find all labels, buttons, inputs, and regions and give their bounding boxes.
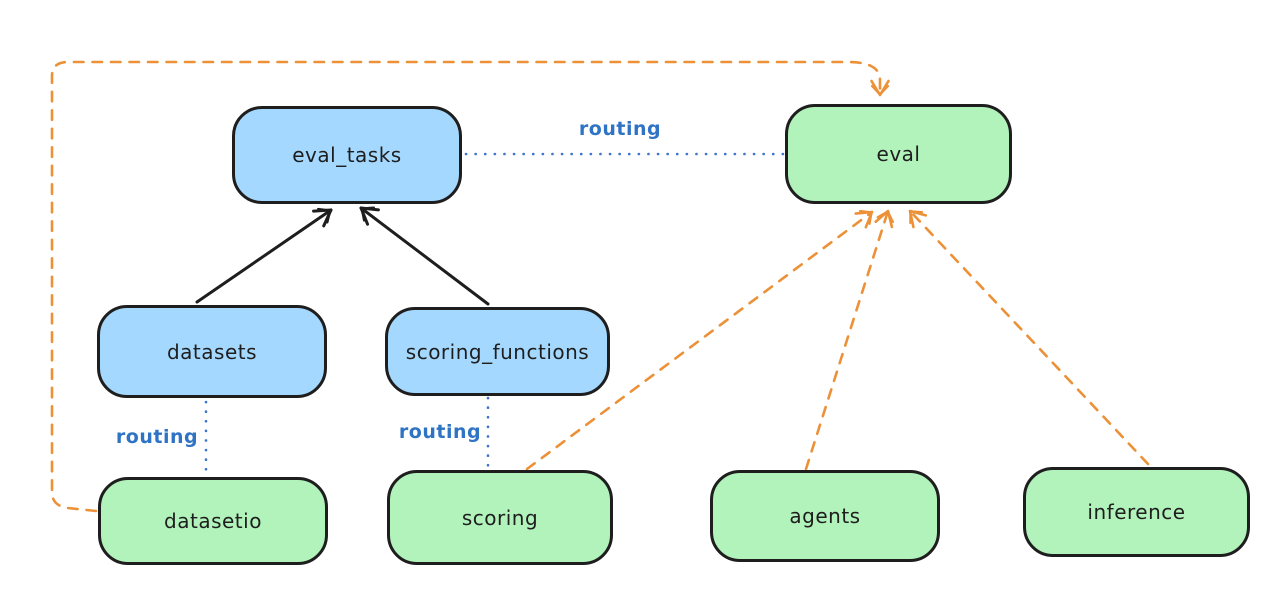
node-eval: eval — [785, 104, 1012, 204]
edge-label-routing-scoring-fns-scoring: routing — [398, 421, 482, 443]
edge-scoring-to-eval — [525, 209, 874, 471]
edge-datasets-to-eval-tasks — [195, 207, 333, 304]
edge-agents-to-eval — [804, 209, 894, 471]
node-datasetio: datasetio — [98, 477, 328, 565]
node-inference: inference — [1023, 467, 1250, 557]
edge-inference-to-eval — [908, 209, 1150, 466]
node-agents: agents — [710, 470, 940, 562]
node-scoring-functions: scoring_functions — [385, 307, 610, 396]
edge-datasetio-to-eval — [50, 60, 890, 513]
edge-scoring-functions-to-eval-tasks — [359, 206, 490, 306]
node-eval-tasks: eval_tasks — [232, 106, 462, 204]
edge-label-routing-eval-tasks-eval: routing — [578, 118, 662, 140]
edge-label-routing-datasets-datasetio: routing — [115, 426, 199, 448]
node-datasets: datasets — [97, 305, 327, 398]
node-scoring: scoring — [387, 470, 613, 565]
